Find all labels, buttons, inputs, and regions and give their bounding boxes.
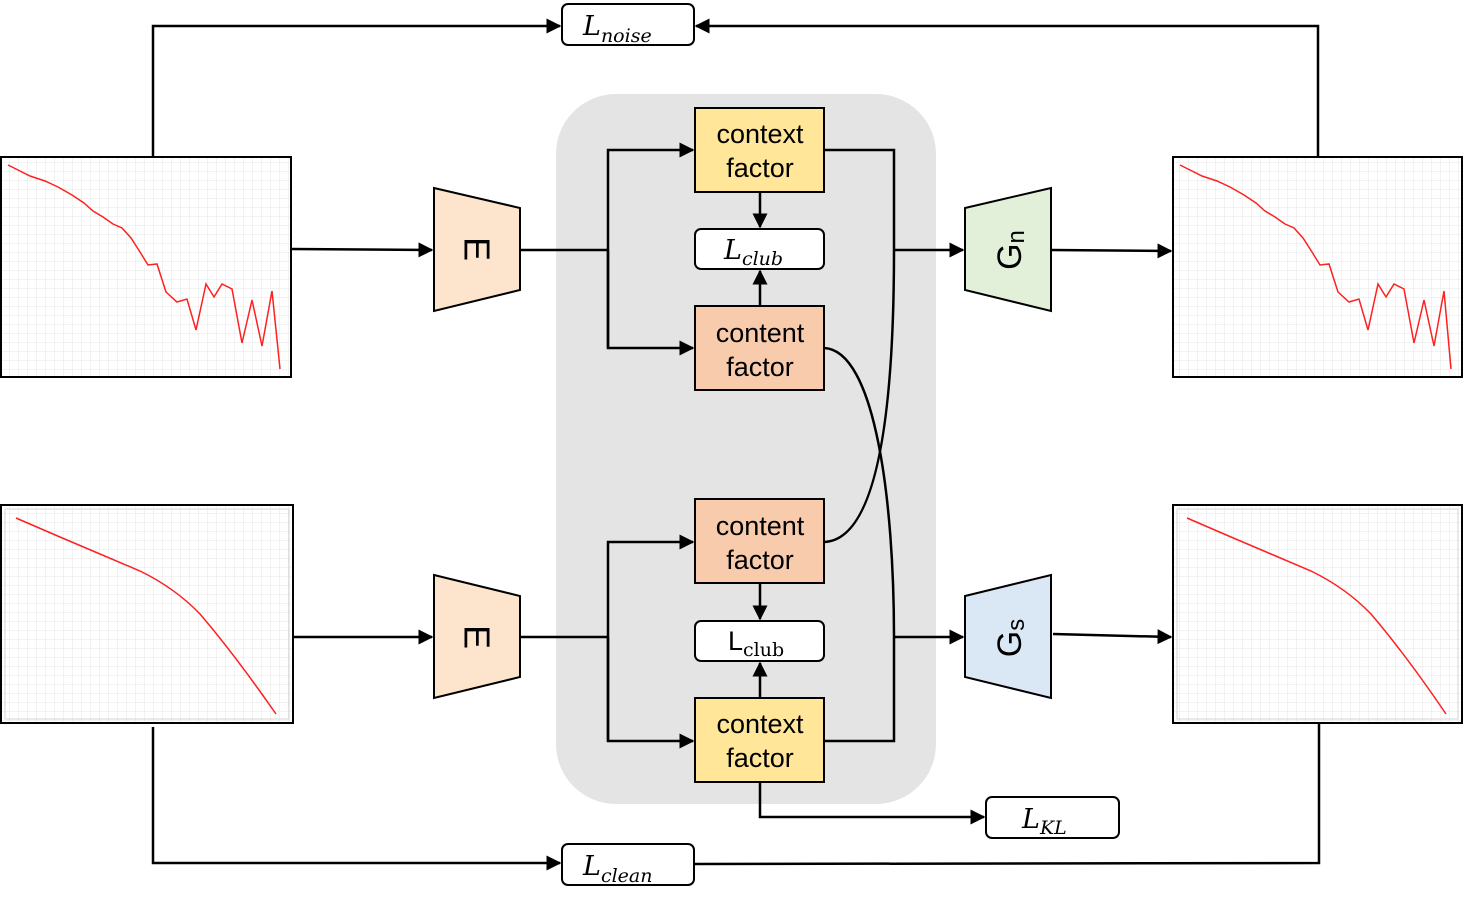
- noisy-output-plot: [1172, 156, 1463, 378]
- svg-text:context: context: [716, 119, 804, 149]
- svg-text:LKL: LKL: [1021, 804, 1067, 839]
- arrow-gs-to-output: [1052, 629, 1173, 645]
- content-factor-top: content factor: [694, 305, 825, 391]
- encoder-top-label: E: [457, 237, 498, 261]
- generator-noise-label: Gn: [991, 230, 1030, 270]
- loss-club-top-box: Lclub: [694, 228, 825, 270]
- arrow-gn-to-output: [1050, 243, 1173, 259]
- latent-factor-group: [556, 94, 936, 804]
- svg-text:context: context: [716, 709, 804, 739]
- svg-text:factor: factor: [726, 153, 794, 183]
- noisy-input-curve: [7, 164, 281, 370]
- arrow-to-content-top: [606, 250, 695, 356]
- curve-content-top-to-gs: [823, 346, 896, 638]
- arrow-noisy-output-to-lnoise: [694, 18, 1320, 157]
- line-context-bottom-to-gs: [824, 637, 896, 743]
- svg-text:Lclub: Lclub: [723, 235, 783, 270]
- arrow-context-bottom-to-lkl: [758, 782, 986, 825]
- context-factor-top: context factor: [694, 107, 825, 193]
- generator-signal-label: Gs: [991, 619, 1030, 657]
- connectors: [151, 18, 1321, 871]
- clean-output-plot: [1172, 504, 1463, 724]
- clean-input-curve: [15, 517, 277, 715]
- noisy-output-curve: [1179, 164, 1452, 370]
- svg-text:Lclub: Lclub: [728, 626, 784, 661]
- clean-input-plot: [0, 504, 294, 724]
- svg-text:Lclean: Lclean: [582, 851, 652, 887]
- clean-output-curve: [1186, 517, 1447, 715]
- arrow-to-context-bottom: [606, 637, 695, 749]
- loss-clean-box: Lclean: [561, 843, 695, 887]
- arrow-noisy-input-to-encoder: [290, 242, 434, 258]
- content-factor-bottom: content factor: [694, 498, 825, 584]
- svg-text:factor: factor: [726, 352, 794, 382]
- encoder-bottom-label: E: [457, 625, 498, 649]
- svg-text:factor: factor: [726, 743, 794, 773]
- line-clean-output-to-lclean: [693, 723, 1321, 866]
- svg-text:content: content: [716, 318, 805, 348]
- svg-text:content: content: [716, 511, 805, 541]
- noisy-input-plot: [0, 156, 292, 378]
- encoder-bottom: E: [433, 573, 521, 700]
- generator-noise: Gn: [964, 186, 1052, 313]
- line-context-top-to-gn: [824, 148, 896, 250]
- loss-club-bottom-box: Lclub: [694, 620, 825, 662]
- generator-signal: Gs: [964, 573, 1052, 700]
- context-factor-bottom: context factor: [694, 697, 825, 783]
- svg-text:Lnoise: Lnoise: [582, 11, 652, 47]
- encoder-top: E: [433, 186, 521, 313]
- svg-text:factor: factor: [726, 545, 794, 575]
- loss-kl-box: LKL: [985, 796, 1120, 839]
- arrow-clean-input-to-lclean: [151, 727, 562, 871]
- loss-noise-box: Lnoise: [561, 3, 695, 47]
- arrow-noisy-input-to-lnoise: [151, 18, 562, 157]
